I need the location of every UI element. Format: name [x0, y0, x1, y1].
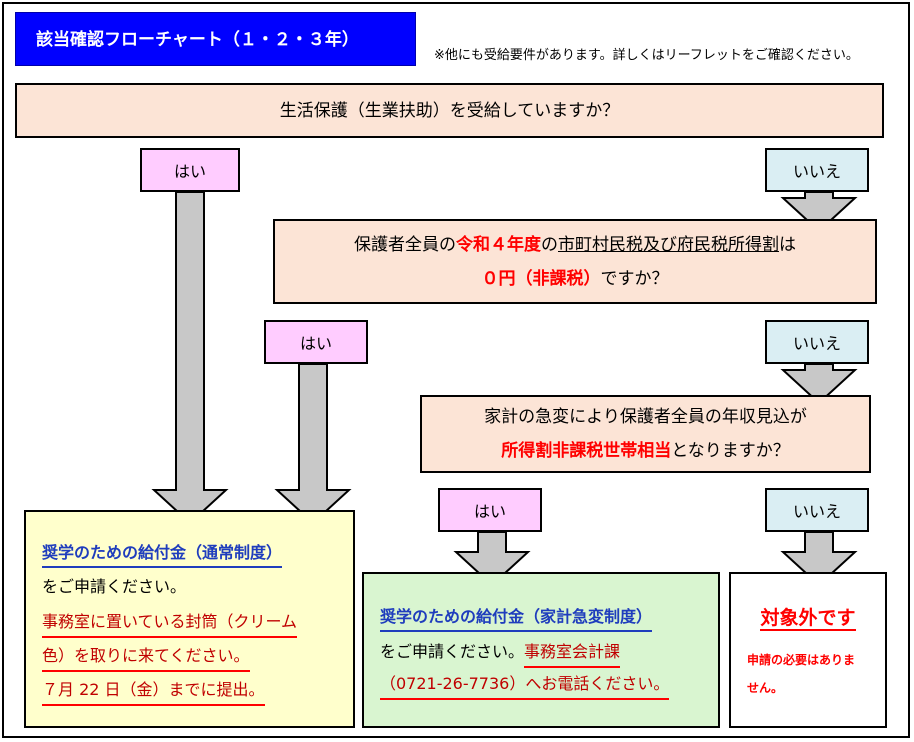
- q2-mid: の: [541, 234, 558, 255]
- q2-no-label: いいえ: [765, 320, 869, 364]
- q2-tax-name: 市町村民税及び府民税所得割: [558, 234, 779, 255]
- result-1-line-4: ７月 22 日（金）までに提出。: [42, 676, 265, 706]
- result-2-heading: 奨学のための給付金（家計急変制度）: [380, 604, 653, 632]
- question-1-text: 生活保護（生業扶助）を受給していますか？: [279, 100, 620, 121]
- arrow-q2-yes: [274, 363, 352, 525]
- q2-post: は: [779, 234, 796, 255]
- q3-end: となりますか？: [671, 441, 790, 461]
- result-1-line-3: 色）を取りに来てください。: [42, 642, 250, 672]
- result-3-box: 対象外です 申請の必要はありま せん。: [729, 572, 887, 728]
- result-2-box: 奨学のための給付金（家計急変制度） をご申請ください。事務室会計課 （0721-…: [362, 572, 720, 728]
- arrow-q2-no: [780, 363, 858, 405]
- chart-title: 該当確認フローチャート（１・２・３年）: [15, 12, 416, 66]
- question-2-box: 保護者全員の令和４年度の市町村民税及び府民税所得割は ０円（非課税）ですか？: [273, 219, 877, 304]
- requirements-note: ※他にも受給要件があります。詳しくはリーフレットをご確認ください。: [434, 48, 859, 63]
- arrow-q3-yes: [453, 531, 531, 587]
- arrow-q1-yes: [151, 191, 229, 525]
- result-2-line-1: をご申請ください。事務室会計課: [380, 638, 718, 668]
- result-1-heading: 奨学のための給付金（通常制度）: [42, 540, 283, 568]
- question-2-line-2: ０円（非課税）ですか？: [482, 262, 669, 296]
- q2-pre: 保護者全員の: [354, 234, 456, 255]
- question-2-line-1: 保護者全員の令和４年度の市町村民税及び府民税所得割は: [354, 228, 796, 262]
- q2-fiscal-year: 令和４年度: [456, 234, 541, 255]
- result-3-line-2: せん。: [747, 681, 784, 695]
- q2-yes-label: はい: [264, 320, 368, 364]
- result-1-box: 奨学のための給付金（通常制度） をご申請ください。 事務室に置いている封筒（クリ…: [24, 510, 355, 728]
- q3-red-text: 所得割非課税世帯相当: [501, 441, 672, 461]
- result-2-office: 事務室会計課: [524, 638, 621, 668]
- question-3-line-1: 家計の急変により保護者全員の年収見込が: [484, 407, 807, 427]
- result-1-line-2: 事務室に置いている封筒（クリーム: [42, 608, 298, 638]
- result-2-phone: （0721-26-7736）へお電話ください。: [380, 670, 670, 700]
- arrow-q3-no: [780, 531, 858, 587]
- q3-yes-label: はい: [438, 488, 542, 532]
- q2-zero-yen: ０円（非課税）: [481, 268, 601, 289]
- result-3-heading: 対象外です: [760, 607, 856, 631]
- q3-no-label: いいえ: [765, 488, 869, 532]
- question-3-line-2: 所得割非課税世帯相当となりますか？: [501, 434, 790, 468]
- result-3-line-1: 申請の必要はありま: [747, 653, 856, 667]
- q2-end: ですか？: [600, 268, 669, 289]
- question-1-box: 生活保護（生業扶助）を受給していますか？: [15, 83, 884, 138]
- arrow-q1-no: [780, 191, 858, 233]
- q1-no-label: いいえ: [765, 148, 869, 192]
- q1-yes-label: はい: [140, 148, 240, 192]
- result-1-line-1: をご申請ください。: [42, 577, 187, 596]
- result-2-line-1a: をご申請ください。: [380, 642, 525, 661]
- question-3-box: 家計の急変により保護者全員の年収見込が 所得割非課税世帯相当となりますか？: [420, 395, 871, 473]
